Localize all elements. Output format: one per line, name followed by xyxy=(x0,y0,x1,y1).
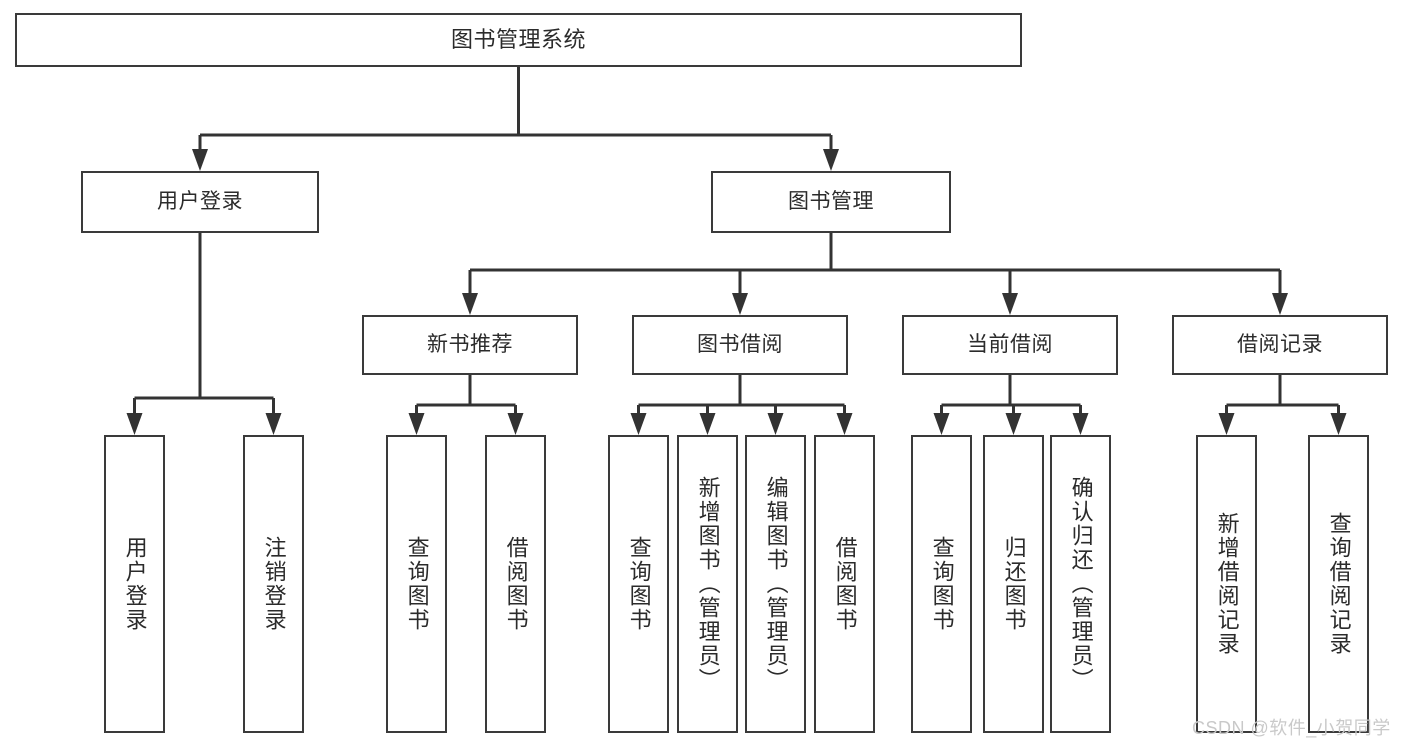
arrowhead-icon xyxy=(630,413,647,435)
csdn-watermark: CSDN @软件_小贺同学 xyxy=(1192,718,1391,738)
arrowhead-icon xyxy=(823,149,839,171)
node-leaf-cur-3: 确认归还（管理员） xyxy=(1050,435,1111,733)
node-root: 图书管理系统 xyxy=(15,13,1022,67)
arrowhead-icon xyxy=(767,413,784,435)
node-label: 借阅图书 xyxy=(832,536,858,632)
node-login: 用户登录 xyxy=(81,171,319,233)
arrowhead-icon xyxy=(462,293,478,315)
arrowhead-icon xyxy=(836,413,853,435)
node-label: 新增借阅记录 xyxy=(1214,512,1240,656)
node-label: 图书管理系统 xyxy=(450,26,586,52)
arrowhead-icon xyxy=(1272,293,1288,315)
arrowhead-icon xyxy=(699,413,716,435)
arrowhead-icon xyxy=(1330,413,1347,435)
node-label: 确认归还（管理员） xyxy=(1068,476,1094,692)
node-leaf-cur-1: 查询图书 xyxy=(911,435,972,733)
arrowhead-icon xyxy=(265,413,282,435)
arrowhead-icon xyxy=(408,413,425,435)
node-label: 借阅记录 xyxy=(1237,333,1323,357)
node-label: 新书推荐 xyxy=(427,333,513,357)
node-newbook: 新书推荐 xyxy=(362,315,578,375)
node-leaf-new-1: 查询图书 xyxy=(386,435,447,733)
node-label: 归还图书 xyxy=(1001,536,1027,632)
node-label: 查询图书 xyxy=(404,536,430,632)
node-label: 借阅图书 xyxy=(503,536,529,632)
node-label: 新增图书（管理员） xyxy=(695,476,721,692)
node-leaf-login-2: 注销登录 xyxy=(243,435,304,733)
node-bookmgmt: 图书管理 xyxy=(711,171,951,233)
node-leaf-bor-4: 借阅图书 xyxy=(814,435,875,733)
node-borrow: 图书借阅 xyxy=(632,315,848,375)
node-leaf-bor-2: 新增图书（管理员） xyxy=(677,435,738,733)
arrowhead-icon xyxy=(1218,413,1235,435)
arrowhead-icon xyxy=(507,413,524,435)
node-leaf-login-1: 用户登录 xyxy=(104,435,165,733)
arrowhead-icon xyxy=(1072,413,1089,435)
connector-lines xyxy=(126,67,1347,435)
node-label: 用户登录 xyxy=(122,536,148,632)
node-label: 注销登录 xyxy=(261,536,287,632)
node-leaf-bor-1: 查询图书 xyxy=(608,435,669,733)
node-label: 查询图书 xyxy=(626,536,652,632)
arrowhead-icon xyxy=(192,149,208,171)
arrowhead-icon xyxy=(1002,293,1018,315)
node-leaf-bor-3: 编辑图书（管理员） xyxy=(745,435,806,733)
arrowhead-icon xyxy=(933,413,950,435)
node-label: 图书管理 xyxy=(788,190,874,214)
node-current: 当前借阅 xyxy=(902,315,1118,375)
arrowhead-icon xyxy=(126,413,143,435)
arrowhead-icon xyxy=(732,293,748,315)
node-leaf-new-2: 借阅图书 xyxy=(485,435,546,733)
node-label: 用户登录 xyxy=(157,190,243,214)
node-label: 查询图书 xyxy=(929,536,955,632)
node-leaf-cur-2: 归还图书 xyxy=(983,435,1044,733)
node-label: 查询借阅记录 xyxy=(1326,512,1352,656)
node-label: 编辑图书（管理员） xyxy=(763,476,789,692)
node-records: 借阅记录 xyxy=(1172,315,1388,375)
node-label: 当前借阅 xyxy=(967,333,1053,357)
node-leaf-rec-1: 新增借阅记录 xyxy=(1196,435,1257,733)
arrowhead-icon xyxy=(1005,413,1022,435)
node-leaf-rec-2: 查询借阅记录 xyxy=(1308,435,1369,733)
node-label: 图书借阅 xyxy=(697,333,783,357)
